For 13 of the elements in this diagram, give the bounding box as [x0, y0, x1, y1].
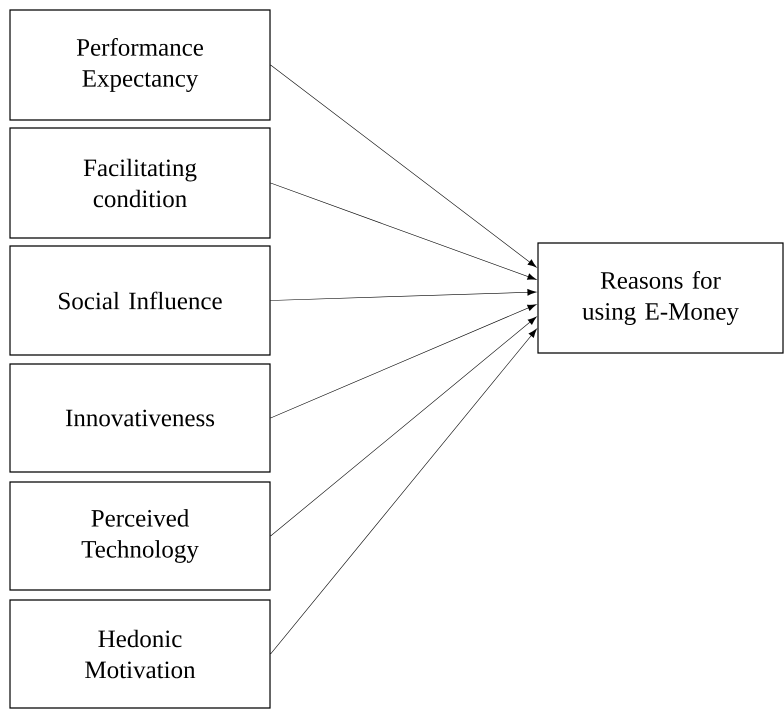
arrow	[270, 328, 537, 654]
text-box: Reasons for using E-Money	[537, 242, 784, 354]
text-box: Innovativeness	[9, 363, 271, 473]
text-box: Social Influence	[9, 245, 271, 356]
arrow	[270, 316, 537, 536]
text-box: Hedonic Motivation	[9, 599, 271, 709]
text-box: Perceived Technology	[9, 481, 271, 591]
arrow	[270, 304, 536, 418]
text-box: Performance Expectancy	[9, 9, 271, 121]
text-box: Facilitating condition	[9, 127, 271, 239]
arrow	[270, 182, 536, 280]
arrow	[270, 289, 536, 301]
arrow	[270, 64, 537, 268]
